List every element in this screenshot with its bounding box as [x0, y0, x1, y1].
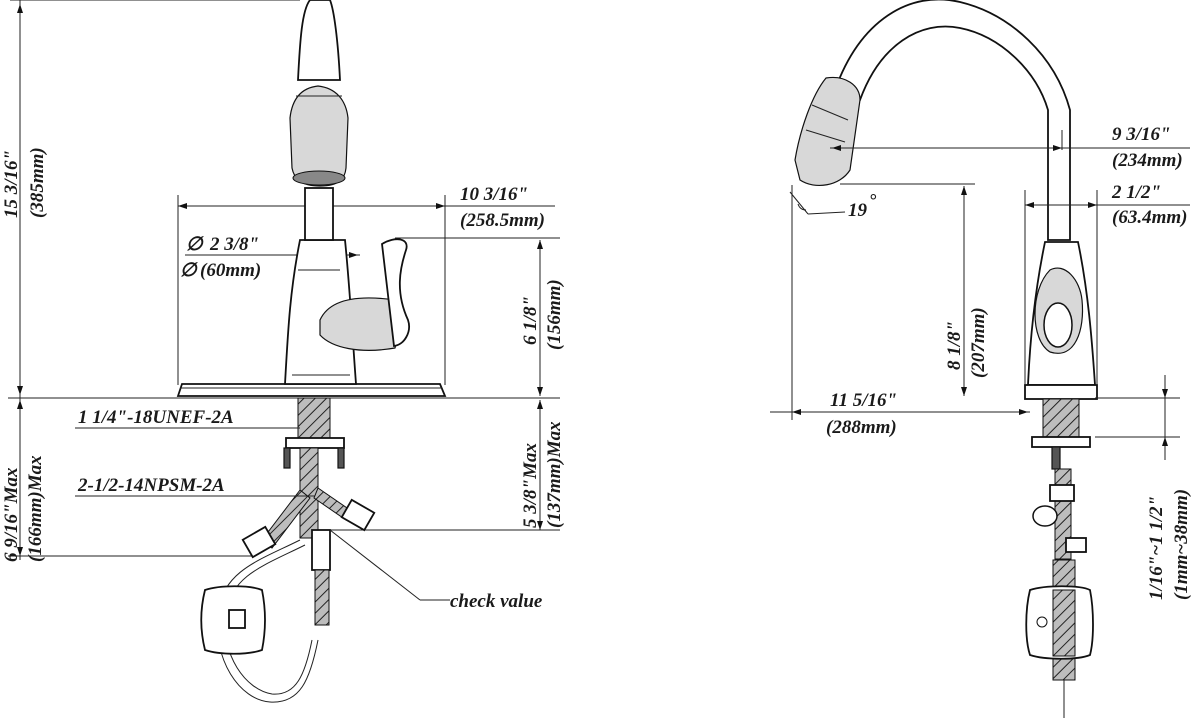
shank-thread-label: 1 1/4"-18UNEF-2A: [78, 407, 234, 428]
overall-height-imperial: 15 3/16": [1, 150, 22, 218]
spout-reach-dimension: 9 3/16" (234mm): [830, 124, 1190, 171]
deck-plate-width-dimension: 10 3/16" (258.5mm): [177, 184, 555, 385]
shank-length-metric: (137mm)Max: [544, 421, 565, 528]
deck-width-imperial: 10 3/16": [460, 184, 528, 205]
handle-height-dimension: 6 1/8" (156mm): [395, 237, 565, 396]
deck-thickness-imperial: 1/16"~1 1/2": [1146, 496, 1167, 600]
deck-thickness-metric: (1mm~38mm): [1171, 489, 1192, 600]
spout-height-imperial: 8 1/8": [944, 321, 965, 370]
below-deck-metric: (166mm)Max: [25, 455, 46, 562]
base-diameter-symbol-2: ∅: [180, 260, 199, 281]
hose-thread-callout: 2-1/2-14NPSM-2A: [75, 475, 315, 497]
spray-angle-value: 19: [848, 200, 868, 221]
base-diameter-symbol: ∅: [186, 234, 205, 255]
total-reach-metric: (288mm): [826, 417, 897, 438]
handle-offset-dimension: 2 1/2" (63.4mm): [1024, 182, 1190, 385]
spout-height-dimension: 8 1/8" (207mm): [840, 183, 989, 396]
side-view: 9 3/16" (234mm) 19 ° 2 1/2" (63.4mm) 8 1…: [770, 0, 1192, 718]
deck-width-metric: (258.5mm): [460, 210, 545, 231]
handle-height-metric: (156mm): [544, 279, 565, 350]
handle-height-imperial: 6 1/8": [520, 296, 541, 345]
spout-height-metric: (207mm): [968, 307, 989, 378]
below-deck-dimension: 6 9/16"Max (166mm)Max: [1, 400, 255, 562]
faucet-front-body: [176, 0, 447, 703]
overall-height-metric: (385mm): [27, 147, 48, 218]
total-reach-imperial: 11 5/16": [830, 390, 897, 411]
shank-length-dimension: 5 3/8"Max (137mm)Max: [320, 400, 565, 531]
spout-reach-imperial: 9 3/16": [1112, 124, 1171, 145]
total-reach-dimension: 11 5/16" (288mm): [770, 185, 1030, 438]
shank-length-imperial: 5 3/8"Max: [520, 443, 541, 528]
base-diameter-metric: (60mm): [200, 260, 261, 281]
handle-offset-imperial: 2 1/2": [1111, 182, 1161, 203]
shank-thread-callout: 1 1/4"-18UNEF-2A: [75, 407, 300, 429]
check-value-callout: check value: [329, 529, 543, 612]
hose-thread-label: 2-1/2-14NPSM-2A: [77, 475, 225, 496]
spray-angle-unit: °: [869, 190, 877, 210]
spray-angle-dimension: 19 °: [789, 190, 877, 221]
deck-thickness-dimension: 1/16"~1 1/2" (1mm~38mm): [1095, 375, 1192, 600]
base-diameter-imperial: 2 3/8": [209, 234, 259, 255]
handle-offset-metric: (63.4mm): [1112, 207, 1187, 228]
check-value-label: check value: [450, 591, 543, 612]
spout-reach-metric: (234mm): [1112, 150, 1183, 171]
below-deck-imperial: 6 9/16"Max: [1, 467, 22, 562]
front-view: 15 3/16" (385mm) 6 9/16"Max (166mm)Max 1…: [1, 0, 565, 703]
